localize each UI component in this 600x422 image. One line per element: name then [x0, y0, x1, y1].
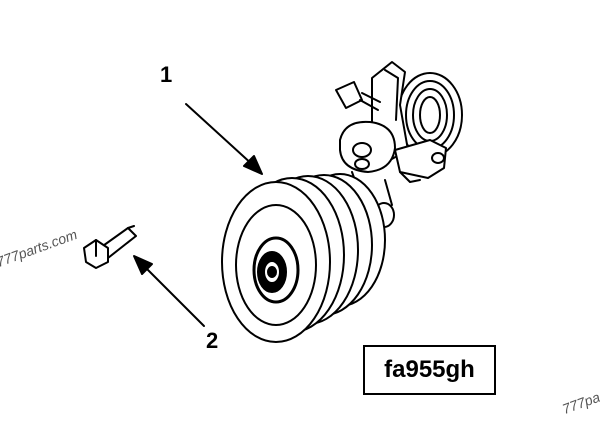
leader-arrow-1: [185, 103, 263, 175]
callout-2: 2: [206, 328, 219, 353]
part-code-box: fa955gh: [363, 345, 496, 395]
callout-1: 1: [160, 62, 173, 87]
pulley: [221, 173, 386, 343]
bolt: [83, 225, 137, 269]
leader-arrow-2: [133, 255, 205, 327]
